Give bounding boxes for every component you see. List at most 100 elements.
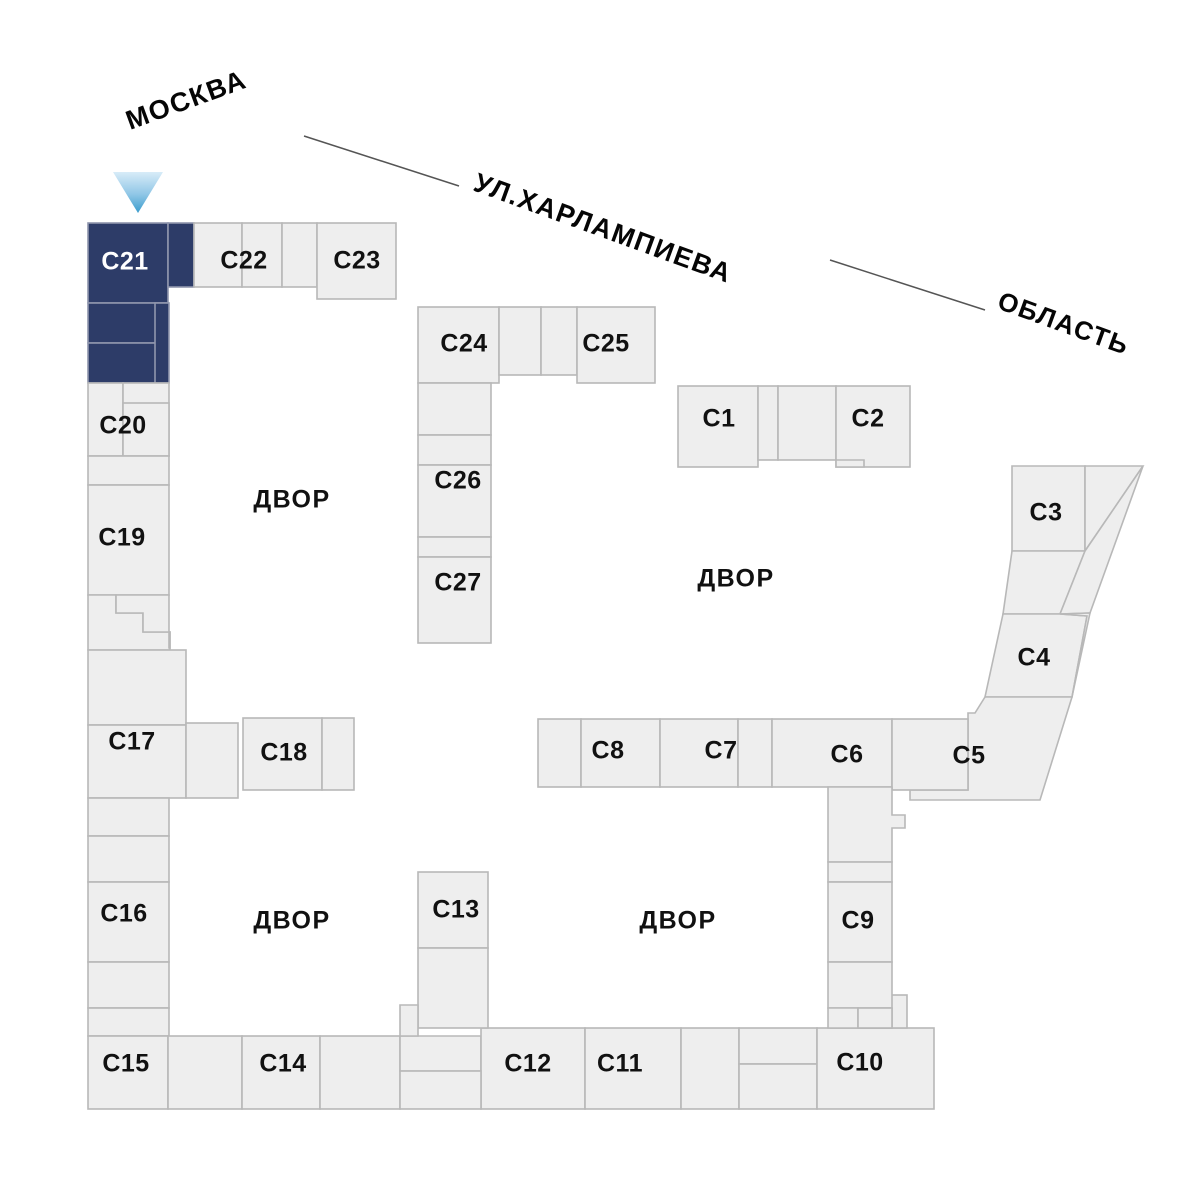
yard-label-north-west: ДВОР	[253, 486, 330, 514]
yard-label-south-east: ДВОР	[639, 907, 716, 935]
lot-C11-a[interactable]	[584, 1027, 682, 1110]
lot-C18-b[interactable]	[321, 717, 355, 791]
lot-C24-b[interactable]	[498, 306, 542, 376]
lot-C7-b[interactable]	[737, 718, 773, 788]
lot-label-C5: C5	[953, 742, 986, 770]
lot-C21-b[interactable]	[167, 222, 195, 288]
lot-C25-b[interactable]	[576, 306, 656, 384]
lot-label-C25: C25	[582, 330, 629, 358]
lot-C16-b[interactable]	[87, 835, 170, 883]
lot-C12-tail[interactable]	[399, 1070, 482, 1110]
location-marker-icon	[113, 172, 163, 213]
lot-C5-a[interactable]	[891, 718, 969, 791]
lot-label-C15: C15	[102, 1050, 149, 1078]
lot-label-C8: C8	[592, 737, 625, 765]
lot-labels: C21 C22 C23 C24 C25 C26 C27 C20 C19 C17 …	[98, 247, 1062, 1078]
lot-label-C1: C1	[703, 405, 736, 433]
lot-label-C11: C11	[597, 1050, 643, 1078]
lot-C15-b[interactable]	[167, 1035, 243, 1110]
lot-C22-b[interactable]	[241, 222, 283, 288]
lot-C11-c[interactable]	[738, 1027, 818, 1065]
leader-line-moskva	[303, 135, 460, 187]
block-west-spine	[87, 382, 355, 1037]
lot-C2-a[interactable]	[777, 385, 837, 461]
lot-C7-a[interactable]	[659, 718, 739, 788]
lot-label-C12: C12	[504, 1050, 551, 1078]
lot-C14-b[interactable]	[319, 1035, 401, 1110]
lot-C11-b[interactable]	[680, 1027, 740, 1110]
lot-C1-b[interactable]	[757, 385, 779, 461]
lot-label-C16: C16	[100, 900, 147, 928]
lot-C2-b[interactable]	[835, 385, 911, 468]
lot-C2-notch[interactable]	[835, 459, 865, 468]
lot-label-C13: C13	[432, 896, 479, 924]
lot-label-C27: C27	[434, 569, 481, 597]
lot-C13-a[interactable]	[417, 871, 489, 949]
lot-C20-d[interactable]	[87, 455, 170, 486]
street-leader-lines	[303, 135, 986, 311]
lot-label-C14: C14	[259, 1050, 306, 1078]
lot-label-C9: C9	[842, 907, 875, 935]
lot-C13-foot[interactable]	[399, 1004, 419, 1037]
lot-C23[interactable]	[316, 222, 397, 300]
lot-label-C17: C17	[108, 728, 155, 756]
lot-C21-a[interactable]	[87, 222, 169, 304]
lot-C19-a[interactable]	[87, 484, 170, 596]
yard-labels: ДВОР ДВОР ДВОР ДВОР	[253, 486, 774, 935]
lot-C12-a[interactable]	[480, 1027, 586, 1110]
lot-C18-a[interactable]	[242, 717, 323, 791]
lot-label-C2: C2	[852, 405, 885, 433]
lot-C12-step[interactable]	[399, 1035, 482, 1072]
lot-C15-a[interactable]	[87, 1035, 169, 1110]
lot-C16-d[interactable]	[87, 961, 170, 1009]
block-C13	[399, 871, 489, 1037]
yard-label-north-east: ДВОР	[697, 565, 774, 593]
block-middle-row	[537, 718, 969, 1029]
lot-C26-a[interactable]	[417, 382, 492, 436]
lot-C10-a[interactable]	[816, 1027, 935, 1110]
lot-C17-a[interactable]	[87, 649, 187, 726]
lot-C6-a[interactable]	[771, 718, 893, 788]
lot-label-C7: C7	[705, 737, 738, 765]
lot-C21-e[interactable]	[154, 302, 170, 384]
lot-C14-a[interactable]	[241, 1035, 321, 1110]
lot-label-C10: C10	[836, 1049, 883, 1077]
lot-C16-e[interactable]	[87, 1007, 170, 1037]
yard-label-south-west: ДВОР	[253, 907, 330, 935]
lot-C17-c[interactable]	[185, 722, 239, 799]
street-label-ul-harlampieva: УЛ.ХАРЛАМПИЕВА	[470, 167, 736, 288]
lot-C9-d[interactable]	[827, 961, 893, 1009]
lot-C17-b[interactable]	[87, 724, 187, 799]
lot-C9-b[interactable]	[827, 861, 893, 883]
lot-label-C24: C24	[440, 330, 487, 358]
lot-C9-f[interactable]	[857, 1007, 893, 1029]
lot-C8-a[interactable]	[537, 718, 582, 788]
lot-C8-b[interactable]	[580, 718, 661, 788]
street-label-oblast: ОБЛАСТЬ	[994, 285, 1134, 360]
lot-label-C26: C26	[434, 467, 481, 495]
lot-C11-d[interactable]	[738, 1063, 818, 1110]
lot-label-C4: C4	[1018, 644, 1051, 672]
lot-C19-step-fill[interactable]	[115, 594, 171, 649]
lot-C25-a[interactable]	[540, 306, 578, 376]
block-east-edge	[909, 465, 1145, 801]
lot-label-C20: C20	[99, 412, 146, 440]
lot-C9-a[interactable]	[827, 786, 906, 863]
lot-C20-a[interactable]	[87, 382, 124, 457]
lot-C13-b[interactable]	[417, 947, 489, 1029]
lot-C16-c[interactable]	[87, 881, 170, 963]
lot-C22-c[interactable]	[281, 222, 318, 288]
lot-C9-c[interactable]	[827, 881, 893, 963]
lot-C16-a[interactable]	[87, 797, 170, 837]
lot-C22-a[interactable]	[193, 222, 243, 288]
block-north-west	[87, 222, 397, 384]
lot-C26-b[interactable]	[417, 434, 492, 466]
lot-label-C19: C19	[98, 524, 145, 552]
lot-label-C23: C23	[333, 247, 380, 275]
lot-C1-a[interactable]	[677, 385, 759, 468]
lot-label-C21: C21	[101, 248, 148, 276]
lot-label-C22: C22	[220, 247, 267, 275]
lot-C27-a[interactable]	[417, 536, 492, 558]
lot-C27-b[interactable]	[417, 556, 492, 644]
